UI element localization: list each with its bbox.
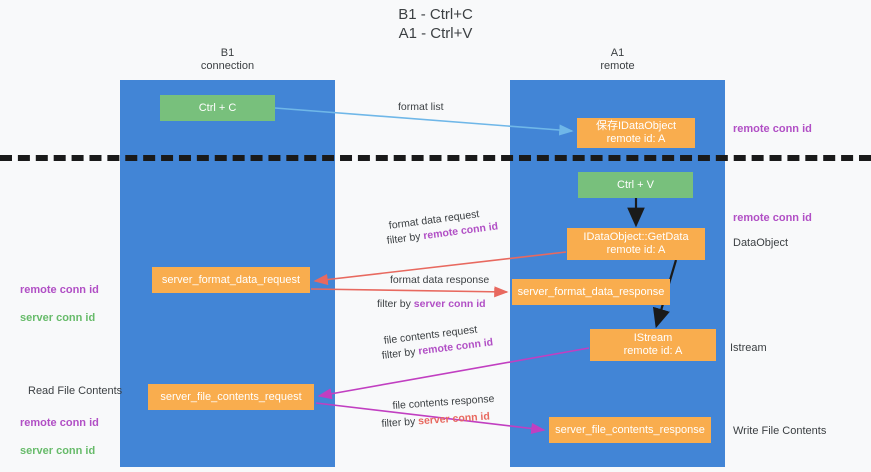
node-server-format-data-request[interactable]: server_format_data_request xyxy=(152,267,310,293)
annotation-left-conn-ids-mid: remote conn id server conn id xyxy=(20,269,99,339)
annotation-read-file-contents: Read File Contents xyxy=(28,385,123,397)
annotation-right-remote-conn-id-mid: remote conn id xyxy=(733,211,812,225)
node-ctrl-v[interactable]: Ctrl + V xyxy=(578,172,693,198)
annotation-write-file-contents: Write File Contents xyxy=(733,425,827,437)
node-idataobject-getdata[interactable]: IDataObject::GetData remote id: A xyxy=(567,228,705,260)
annotation-remote-conn-id: remote conn id xyxy=(20,284,99,296)
annotation-right-remote-conn-id-top: remote conn id xyxy=(733,122,812,136)
lane-heading-b1: B1 connection xyxy=(200,47,255,72)
edge-label-format-list: format list xyxy=(398,101,444,113)
edge-label-format-data-response: format data response xyxy=(390,274,490,286)
filter-prefix: filter by xyxy=(377,298,414,310)
node-istream[interactable]: IStream remote id: A xyxy=(590,329,716,361)
dashed-divider xyxy=(0,155,871,161)
annotation-text: remote conn id xyxy=(733,123,812,135)
edge-label-format-data-response-filter: filter by server conn id xyxy=(377,297,486,311)
annotation-text: remote conn id xyxy=(733,212,812,224)
lane-heading-a1: A1 remote xyxy=(600,47,635,72)
node-save-idataobject[interactable]: 保存IDataObject remote id: A xyxy=(577,118,695,148)
arrow-format-data-response xyxy=(310,286,509,298)
diagram-title: B1 - Ctrl+C A1 - Ctrl+V xyxy=(398,6,473,42)
filter-prefix: filter by xyxy=(386,230,425,247)
node-server-format-data-response[interactable]: server_format_data_response xyxy=(512,279,670,305)
node-server-file-contents-response[interactable]: server_file_contents_response xyxy=(549,417,711,443)
filter-key-server-conn-id: server conn id xyxy=(413,298,486,310)
node-server-file-contents-request[interactable]: server_file_contents_request xyxy=(148,384,314,410)
annotation-istream: Istream xyxy=(730,342,767,354)
annotation-remote-conn-id: remote conn id xyxy=(20,417,99,429)
node-ctrl-c[interactable]: Ctrl + C xyxy=(160,95,275,121)
filter-prefix: filter by xyxy=(381,415,419,430)
annotation-server-conn-id: server conn id xyxy=(20,312,96,324)
filter-prefix: filter by xyxy=(381,345,420,362)
annotation-dataobject: DataObject xyxy=(733,237,789,249)
annotation-left-conn-ids-bottom: remote conn id server conn id xyxy=(20,402,99,472)
annotation-server-conn-id: server conn id xyxy=(20,445,96,457)
filter-key-server-conn-id: server conn id xyxy=(417,410,491,428)
